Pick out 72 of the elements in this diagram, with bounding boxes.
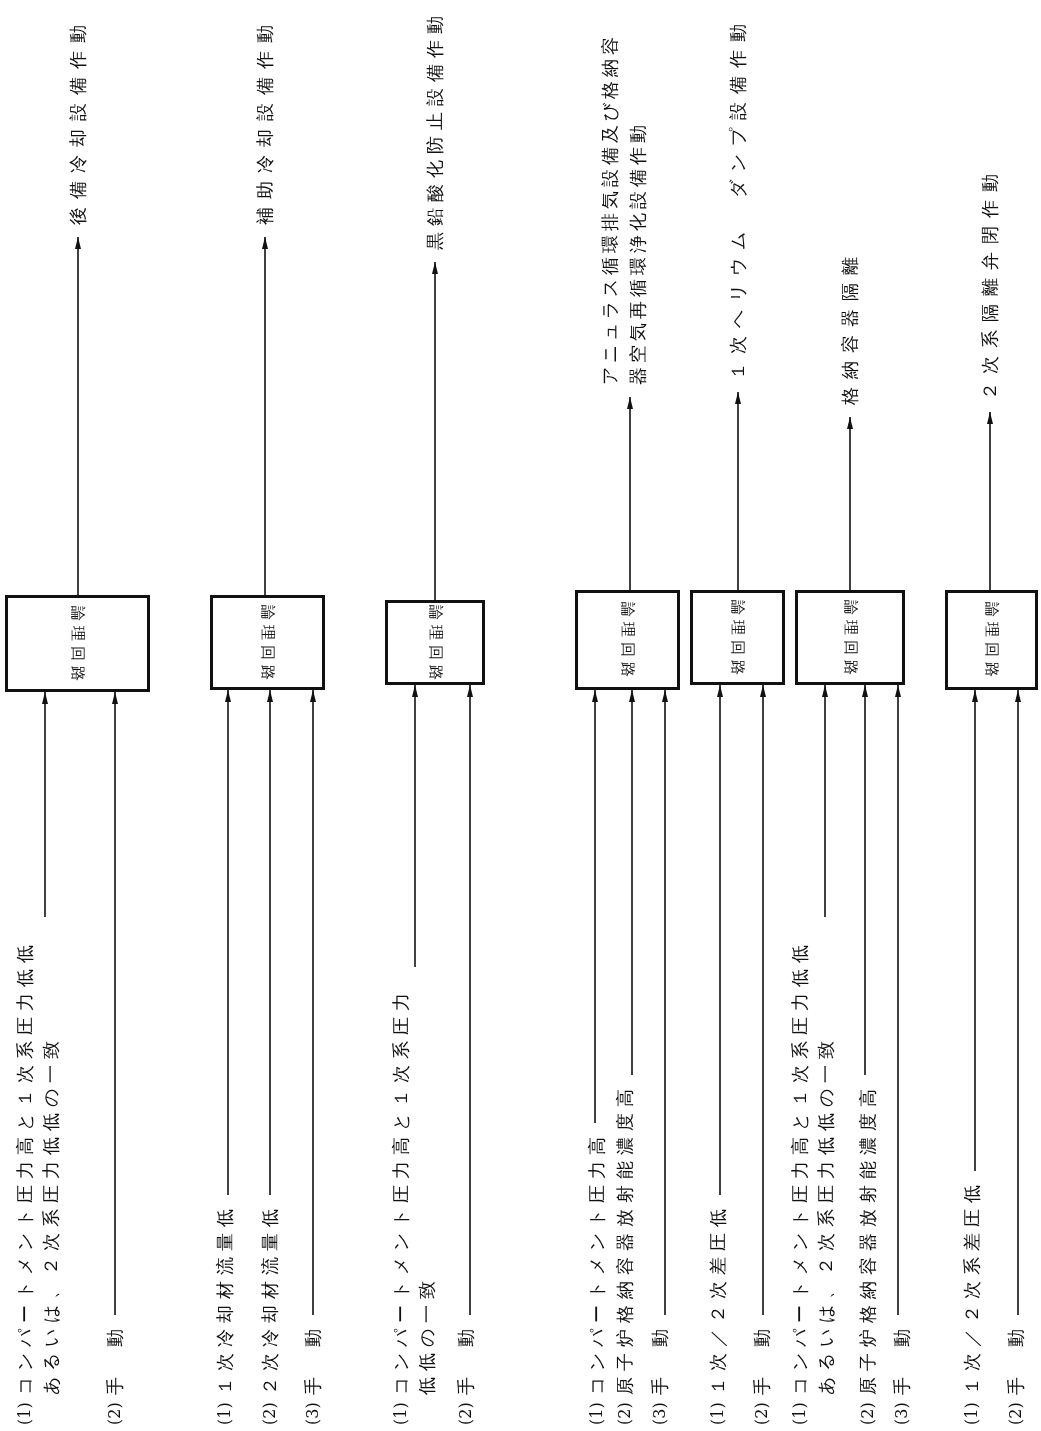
arrow: [895, 684, 901, 1316]
item-number: (2): [259, 1402, 280, 1425]
arrow: [467, 684, 473, 1316]
condition-text: 手 動: [301, 1323, 324, 1395]
arrow: [112, 691, 118, 1316]
arrow: [847, 416, 853, 591]
condition-text: コンパートメント圧力高と１次系圧力低低あるいは、２次系圧力低低の一致: [13, 938, 62, 1395]
item-number: (1): [390, 1402, 411, 1425]
logic-box: 論理回路: [210, 595, 325, 690]
arrow: [862, 684, 868, 1076]
logic-box: 論理回路: [945, 590, 1038, 690]
condition-text: 手 動: [103, 1323, 126, 1395]
condition-text: 手 動: [648, 1323, 671, 1395]
logic-box: 論理回路: [795, 590, 905, 685]
condition-text: 原子炉格納容器放射能濃度高: [613, 1083, 636, 1395]
condition-text: 手 動: [750, 1323, 773, 1395]
action-text: 後備冷却設備作動: [66, 17, 89, 225]
arrow: [822, 684, 828, 918]
arrow: [627, 396, 633, 591]
arrow: [735, 391, 741, 591]
item-number: (1): [14, 1402, 35, 1425]
logic-box: 論理回路: [385, 600, 485, 685]
condition-text: コンパートメント圧力高と１次系圧力低低の一致: [389, 986, 438, 1395]
condition-text: １次／２次系差圧低: [960, 1179, 983, 1395]
arrow: [972, 689, 978, 1172]
action-text: 格納容器隔離: [838, 249, 861, 405]
item-number: (2): [614, 1402, 635, 1425]
action-text: 補助冷却設備作動: [253, 17, 276, 225]
action-text: ２次系隔離弁閉作動: [978, 166, 1001, 400]
condition-text: １次／２次差圧低: [706, 1203, 729, 1395]
arrow: [717, 684, 723, 1196]
item-number: (1): [586, 1402, 607, 1425]
condition-text: コンパートメント圧力高と１次系圧力低低あるいは、２次系圧力低低の一致: [788, 938, 837, 1395]
arrow: [1015, 689, 1021, 1316]
arrow: [592, 689, 598, 1124]
arrow: [225, 689, 231, 1196]
condition-text: ２次冷却材流量低: [258, 1203, 281, 1395]
action-text: アニュラス循環排気設備及び格納容器空気再循環浄化設備作動: [598, 32, 649, 385]
arrow: [760, 684, 766, 1316]
arrow: [662, 689, 668, 1316]
item-number: (1): [214, 1402, 235, 1425]
condition-text: １次冷却材流量低: [213, 1203, 236, 1395]
item-number: (1): [707, 1402, 728, 1425]
logic-box: 論理回路: [5, 595, 150, 692]
condition-text: 手 動: [454, 1323, 477, 1395]
item-number: (2): [455, 1402, 476, 1425]
arrow: [267, 689, 273, 1196]
action-text: 黒鉛酸化防止設備作動: [423, 10, 446, 250]
arrow: [432, 261, 438, 601]
condition-text: コンパートメント圧力高: [585, 1131, 608, 1395]
item-number: (1): [961, 1402, 982, 1425]
arrow: [987, 411, 993, 591]
item-number: (2): [857, 1402, 878, 1425]
condition-text: 手 動: [890, 1323, 913, 1395]
arrow: [75, 236, 81, 596]
condition-text: 原子炉格納容器放射能濃度高: [856, 1083, 879, 1395]
arrow: [412, 684, 418, 968]
logic-box: 論理回路: [690, 590, 785, 685]
condition-text: 手 動: [1004, 1323, 1027, 1395]
action-text: １次ヘリウム ダンプ設備作動: [726, 16, 749, 380]
item-number: (1): [789, 1402, 810, 1425]
item-number: (3): [649, 1402, 670, 1425]
logic-box: 論理回路: [575, 590, 680, 690]
arrow: [42, 691, 48, 918]
arrow: [310, 689, 316, 1316]
item-number: (2): [751, 1402, 772, 1425]
arrow: [629, 689, 635, 1076]
item-number: (3): [302, 1402, 323, 1425]
item-number: (3): [891, 1402, 912, 1425]
arrow: [262, 236, 268, 596]
item-number: (2): [1005, 1402, 1026, 1425]
item-number: (2): [104, 1402, 125, 1425]
